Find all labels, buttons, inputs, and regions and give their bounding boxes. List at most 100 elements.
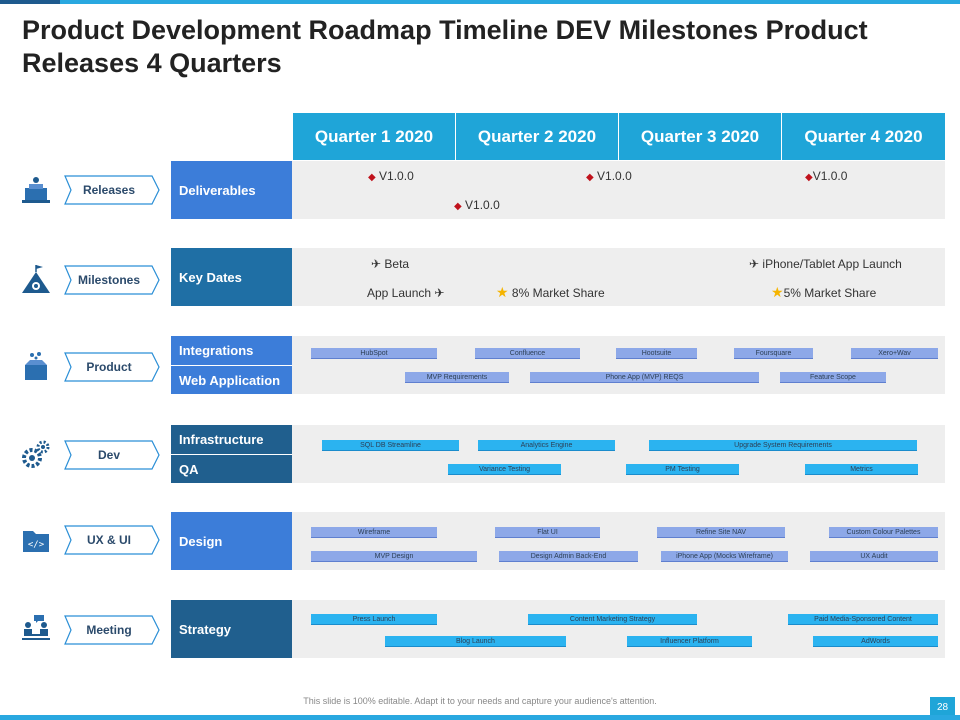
category-ux-ui: UX & UI [64,525,160,555]
quarter-header-4: Quarter 4 2020 [781,113,945,160]
key-date-iphone-launch: ✈ iPhone/Tablet App Launch [749,257,902,271]
footer-note: This slide is 100% editable. Adapt it to… [303,696,657,706]
timeline-bar: HubSpot [311,348,437,359]
diamond-icon: ◆ [368,172,376,183]
category-milestones-label: Milestones [77,273,140,287]
label-infrastructure: Infrastructure [171,425,292,454]
timeline-bar: Paid Media-Sponsored Content [788,614,938,625]
svg-text:</>: </> [28,540,45,550]
timeline-bar: Xero+Wav [851,348,938,359]
chevron-shape [64,175,160,205]
top-accent-bar [0,0,60,4]
category-releases: Releases [64,175,160,205]
page-title: Product Development Roadmap Timeline DEV… [22,15,868,78]
key-date-app-launch: App Launch ✈ [367,286,444,300]
key-date-label: iPhone/Tablet App Launch [762,257,902,271]
deliverable-marker: ◆ V1.0.0 [368,169,414,183]
chevron-shape [64,615,160,645]
label-design: Design [171,512,292,570]
label-integrations: Integrations [171,336,292,365]
category-releases-label: Releases [82,183,136,197]
category-dev: Dev [64,440,160,470]
timeline-bar: Press Launch [311,614,437,625]
deliverable-marker: ◆ V1.0.0 [586,169,632,183]
timeline-bar: Refine Site NAV [657,527,785,538]
chevron-shape [64,525,160,555]
airplane-icon: ✈ [371,257,382,271]
airplane-icon: ✈ [749,257,760,271]
timeline-bar: PM Testing [626,464,739,475]
timeline-bar: Influencer Platform [627,636,752,647]
diamond-icon: ◆ [805,172,813,183]
label-strategy: Strategy [171,600,292,658]
label-qa: QA [171,455,292,483]
timeline-bar: Flat UI [495,527,600,538]
releases-icon [22,177,50,203]
key-date-label: Beta [384,257,410,271]
timeline-bar: Blog Launch [385,636,566,647]
deliverable-version: V1.0.0 [597,169,632,183]
category-product-label: Product [86,360,132,374]
key-date-market-share-8: ★ 8% Market Share [496,284,605,301]
product-row [292,336,945,394]
timeline-bar: Phone App (MVP) REQS [530,372,759,383]
timeline-bar: AdWords [813,636,938,647]
timeline-bar: Metrics [805,464,918,475]
deliverable-marker: ◆V1.0.0 [805,169,847,183]
quarter-header-1: Quarter 1 2020 [292,113,455,160]
chevron-shape [64,352,160,382]
diamond-icon: ◆ [454,201,462,212]
timeline-bar: Custom Colour Palettes [829,527,938,538]
category-ux-ui-label: UX & UI [86,533,131,547]
deliverables-row [292,161,945,219]
key-date-market-share-5: ★5% Market Share [771,284,876,301]
timeline-bar: iPhone App (Mocks Wireframe) [661,551,788,562]
key-date-label: 8% Market Share [511,286,605,300]
category-milestones: Milestones [64,265,160,295]
timeline-bar: Upgrade System Requirements [649,440,917,451]
timeline-bar: Design Admin Back-End [499,551,638,562]
key-dates-row [292,248,945,306]
category-product: Product [64,352,160,382]
timeline-bar: MVP Requirements [405,372,509,383]
top-accent-bar-light [60,0,960,4]
mountain-flag-icon [22,265,50,293]
diamond-icon: ◆ [586,172,594,183]
strategy-row [292,600,945,658]
page-number: 28 [930,697,955,717]
category-meeting-label: Meeting [86,623,132,637]
timeline-bar: Variance Testing [448,464,561,475]
quarter-header-3: Quarter 3 2020 [618,113,781,160]
label-key-dates: Key Dates [171,248,292,306]
gears-icon [22,440,50,468]
timeline-bar: MVP Design [311,551,477,562]
timeline-bar: Feature Scope [780,372,886,383]
deliverable-marker: ◆ V1.0.0 [454,198,500,212]
key-date-label: 5% Market Share [783,286,877,300]
deliverable-version: V1.0.0 [465,198,500,212]
product-box-icon [25,352,47,380]
label-web-application: Web Application [171,366,292,394]
timeline-bar: Content Marketing Strategy [528,614,697,625]
deliverable-version: V1.0.0 [379,169,414,183]
timeline-bar: Analytics Engine [478,440,615,451]
timeline-bar: Wireframe [311,527,437,538]
category-meeting: Meeting [64,615,160,645]
key-date-beta: ✈ Beta [371,257,409,271]
bottom-accent-bar [0,715,960,720]
timeline-bar: Foursquare [734,348,813,359]
timeline-bar: Hootsuite [616,348,697,359]
star-icon: ★ [771,284,784,300]
category-dev-label: Dev [97,448,120,462]
quarter-header-2: Quarter 2 2020 [455,113,618,160]
timeline-bar: SQL DB Streamline [322,440,459,451]
chevron-shape [64,265,160,295]
meeting-icon [22,615,50,640]
code-folder-icon: </> [23,531,49,552]
airplane-icon: ✈ [434,286,445,300]
chevron-shape [64,440,160,470]
timeline-bar: Confluence [475,348,580,359]
deliverable-version: V1.0.0 [812,169,848,183]
key-date-label: App Launch [367,286,432,300]
timeline-bar: UX Audit [810,551,938,562]
